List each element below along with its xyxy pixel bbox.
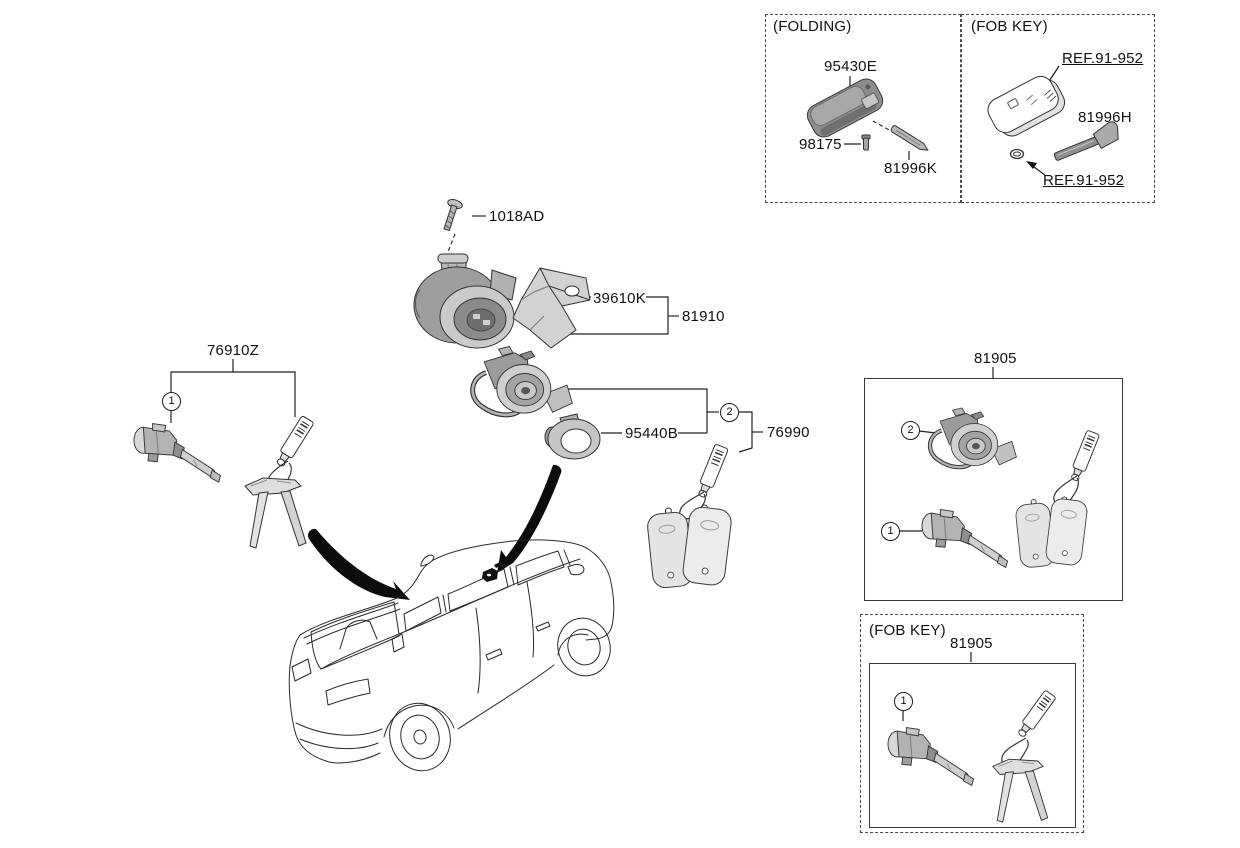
kit-81905-box: [864, 378, 1123, 601]
label-81910: 81910: [682, 308, 725, 325]
folding-section-box: [765, 14, 961, 203]
vehicle-illustration: [288, 539, 615, 772]
key-blade-81996h-illustration: [1053, 121, 1119, 161]
callout-1-door-lock[interactable]: 1: [162, 392, 181, 411]
ignition-location-marker: [482, 562, 502, 582]
fob-key-box-title: (FOB KEY): [971, 18, 1048, 35]
label-95440b: 95440B: [625, 425, 678, 442]
ref-arrow-bottom: [1026, 161, 1046, 176]
fobkit-key-set-illustration: [992, 689, 1057, 823]
label-1018ad: 1018AD: [489, 208, 545, 225]
key-blade-81996k-illustration: [890, 125, 929, 151]
folding-key-fob-illustration: [806, 78, 884, 138]
kit-key-set-illustration: [1014, 429, 1101, 569]
callout-1-kit[interactable]: 1: [881, 522, 900, 541]
screw-illustration: [443, 199, 463, 232]
label-76990: 76990: [767, 424, 810, 441]
retainer-pin-illustration: [861, 134, 871, 151]
callout-2-cylinder[interactable]: 2: [720, 403, 739, 422]
fob-key-section-box: [961, 14, 1155, 203]
label-39610k: 39610K: [593, 290, 646, 307]
label-81905-kit: 81905: [974, 350, 1017, 367]
label-95430e: 95430E: [824, 58, 877, 75]
door-lock-cylinder-illustration: [133, 423, 221, 483]
label-98175: 98175: [799, 136, 842, 153]
key-lock-cylinder-illustration: [473, 347, 573, 415]
snap-ring-illustration: [1009, 148, 1025, 160]
smart-key-fob-illustration: [987, 75, 1066, 137]
fob-key-kit-outer-box: [860, 614, 1084, 833]
ref-link-top[interactable]: REF.91-952: [1062, 50, 1144, 67]
pointer-arrow-left: [307, 528, 410, 600]
antenna-ring-95440b-illustration: [544, 413, 601, 460]
callout-2-kit[interactable]: 2: [901, 421, 920, 440]
bracket-39610k-illustration: [512, 267, 591, 349]
ignition-key-set-illustration: [645, 443, 734, 590]
pointer-arrow-right: [497, 464, 562, 573]
label-81996k: 81996K: [884, 160, 937, 177]
label-81996h: 81996H: [1078, 109, 1132, 126]
folding-box-title: (FOLDING): [773, 18, 852, 35]
door-key-set-illustration: [244, 414, 315, 549]
label-81905-fob-kit: 81905: [950, 635, 993, 652]
fob-key-kit-inner-box: [869, 663, 1076, 828]
callout-1-fob-kit[interactable]: 1: [894, 692, 913, 711]
ref-link-bottom[interactable]: REF.91-952: [1043, 172, 1125, 189]
label-76910z: 76910Z: [207, 342, 260, 359]
fob-key-kit-title: (FOB KEY): [869, 622, 946, 639]
ignition-lock-body-illustration: [413, 253, 517, 349]
dashed-assembly-lines: [445, 120, 892, 258]
